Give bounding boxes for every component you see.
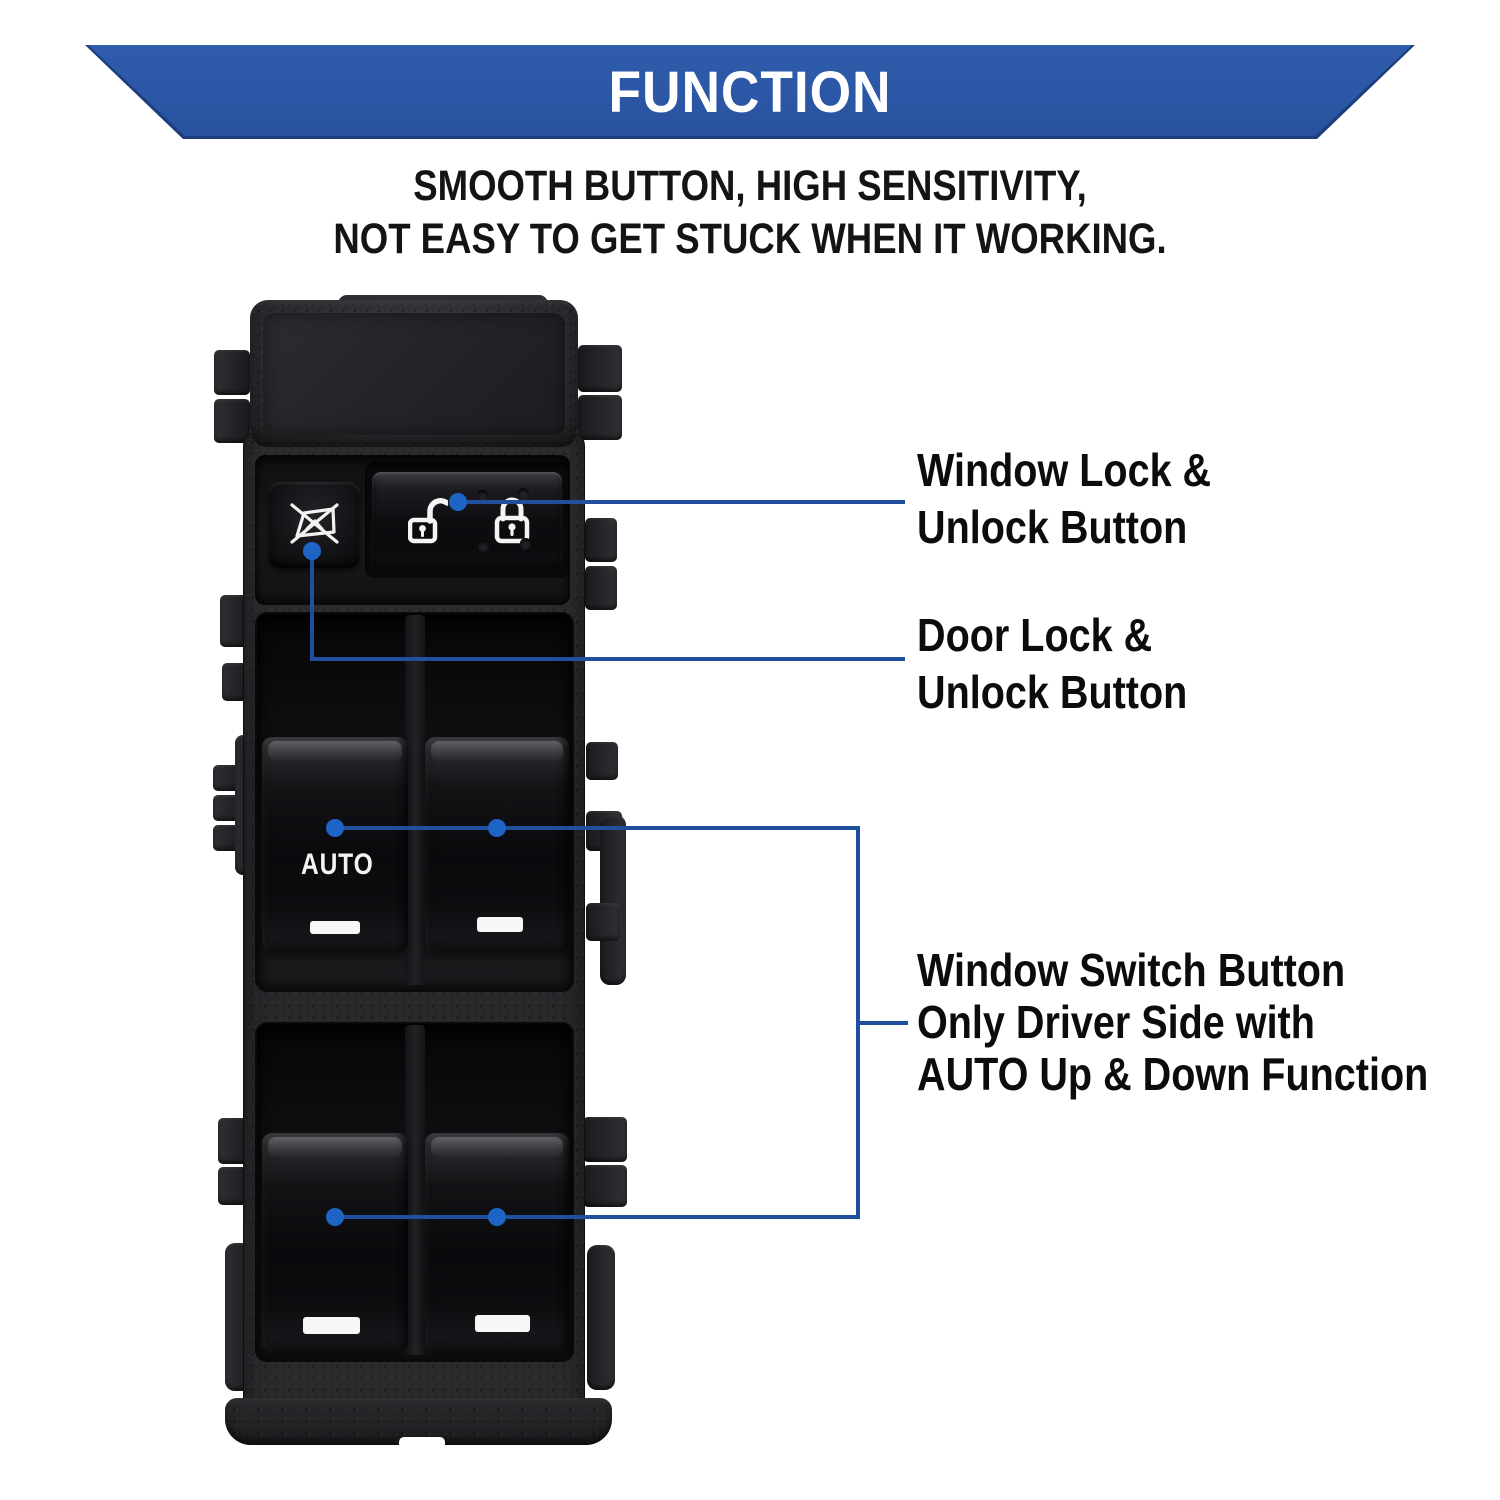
annotation-window-lock: Window Lock & Unlock Button xyxy=(917,442,1211,556)
annotation-line: AUTO Up & Down Function xyxy=(917,1048,1429,1100)
driver-window-rocker xyxy=(262,737,408,952)
mounting-tab xyxy=(214,399,250,443)
tagline: SMOOTH BUTTON, HIGH SENSITIVITY, NOT EAS… xyxy=(113,160,1388,266)
window-master-switch: AUTO xyxy=(213,295,633,1465)
annotation-line: Window Lock & xyxy=(917,444,1212,496)
annotation-line: Unlock Button xyxy=(917,666,1188,718)
passenger-window-rocker xyxy=(425,737,569,952)
bottom-cap-notch xyxy=(399,1437,445,1449)
rear-left-window-rocker xyxy=(262,1133,408,1352)
function-banner: FUNCTION xyxy=(85,45,1415,139)
mounting-tab xyxy=(583,1117,627,1162)
mounting-tab xyxy=(586,903,620,941)
indicator-bar xyxy=(477,917,523,932)
door-lock-rocker xyxy=(372,472,562,568)
annotation-window-switch: Window Switch Button Only Driver Side wi… xyxy=(917,944,1428,1100)
mounting-tab xyxy=(578,345,622,392)
connector-line-rear-switches xyxy=(335,1215,860,1219)
connector-bracket-stub xyxy=(856,1021,908,1025)
screw-dot xyxy=(477,490,488,501)
clip-arm xyxy=(587,1245,615,1390)
recess-divider xyxy=(405,615,425,985)
annotation-line: Window Switch Button xyxy=(917,944,1346,996)
banner-title: FUNCTION xyxy=(608,60,892,125)
top-cap-panel xyxy=(263,313,565,435)
auto-label: AUTO xyxy=(301,848,374,881)
annotation-line: Door Lock & xyxy=(917,609,1153,661)
annotation-line: Only Driver Side with xyxy=(917,996,1315,1048)
tagline-line-2: NOT EASY TO GET STUCK WHEN IT WORKING. xyxy=(333,215,1167,263)
mounting-tab xyxy=(578,395,622,440)
clip-arm xyxy=(600,815,626,985)
mounting-tab xyxy=(586,742,618,780)
screw-dot xyxy=(478,540,489,551)
recess-divider xyxy=(405,1025,425,1355)
mounting-tab xyxy=(585,518,617,562)
tagline-line-1: SMOOTH BUTTON, HIGH SENSITIVITY, xyxy=(413,162,1087,210)
annotation-line: Unlock Button xyxy=(917,501,1188,553)
mounting-tab xyxy=(583,1165,627,1207)
indicator-bar xyxy=(310,921,360,934)
connector-line-front-switches xyxy=(335,826,860,830)
indicator-bar xyxy=(303,1317,360,1334)
banner-background xyxy=(85,45,1415,139)
connector-line-window-lock xyxy=(458,500,905,504)
window-lockout-icon xyxy=(285,496,343,555)
indicator-bar xyxy=(475,1315,530,1332)
connector-dot-lock-rocker xyxy=(449,493,467,511)
screw-dot xyxy=(518,488,529,499)
connector-dot-passenger-rocker xyxy=(488,819,506,837)
connector-dot-lockout-button xyxy=(303,542,321,560)
mounting-tab xyxy=(585,566,617,610)
unlock-icon xyxy=(407,491,450,554)
connector-line-door-lock-vertical xyxy=(310,551,314,661)
connector-line-door-lock xyxy=(310,657,905,661)
mounting-tab xyxy=(214,350,250,395)
connector-dot-rear-right-rocker xyxy=(488,1208,506,1226)
annotation-door-lock: Door Lock & Unlock Button xyxy=(917,607,1187,721)
connector-dot-driver-rocker xyxy=(326,819,344,837)
connector-dot-rear-left-rocker xyxy=(326,1208,344,1226)
screw-dot xyxy=(520,538,531,549)
